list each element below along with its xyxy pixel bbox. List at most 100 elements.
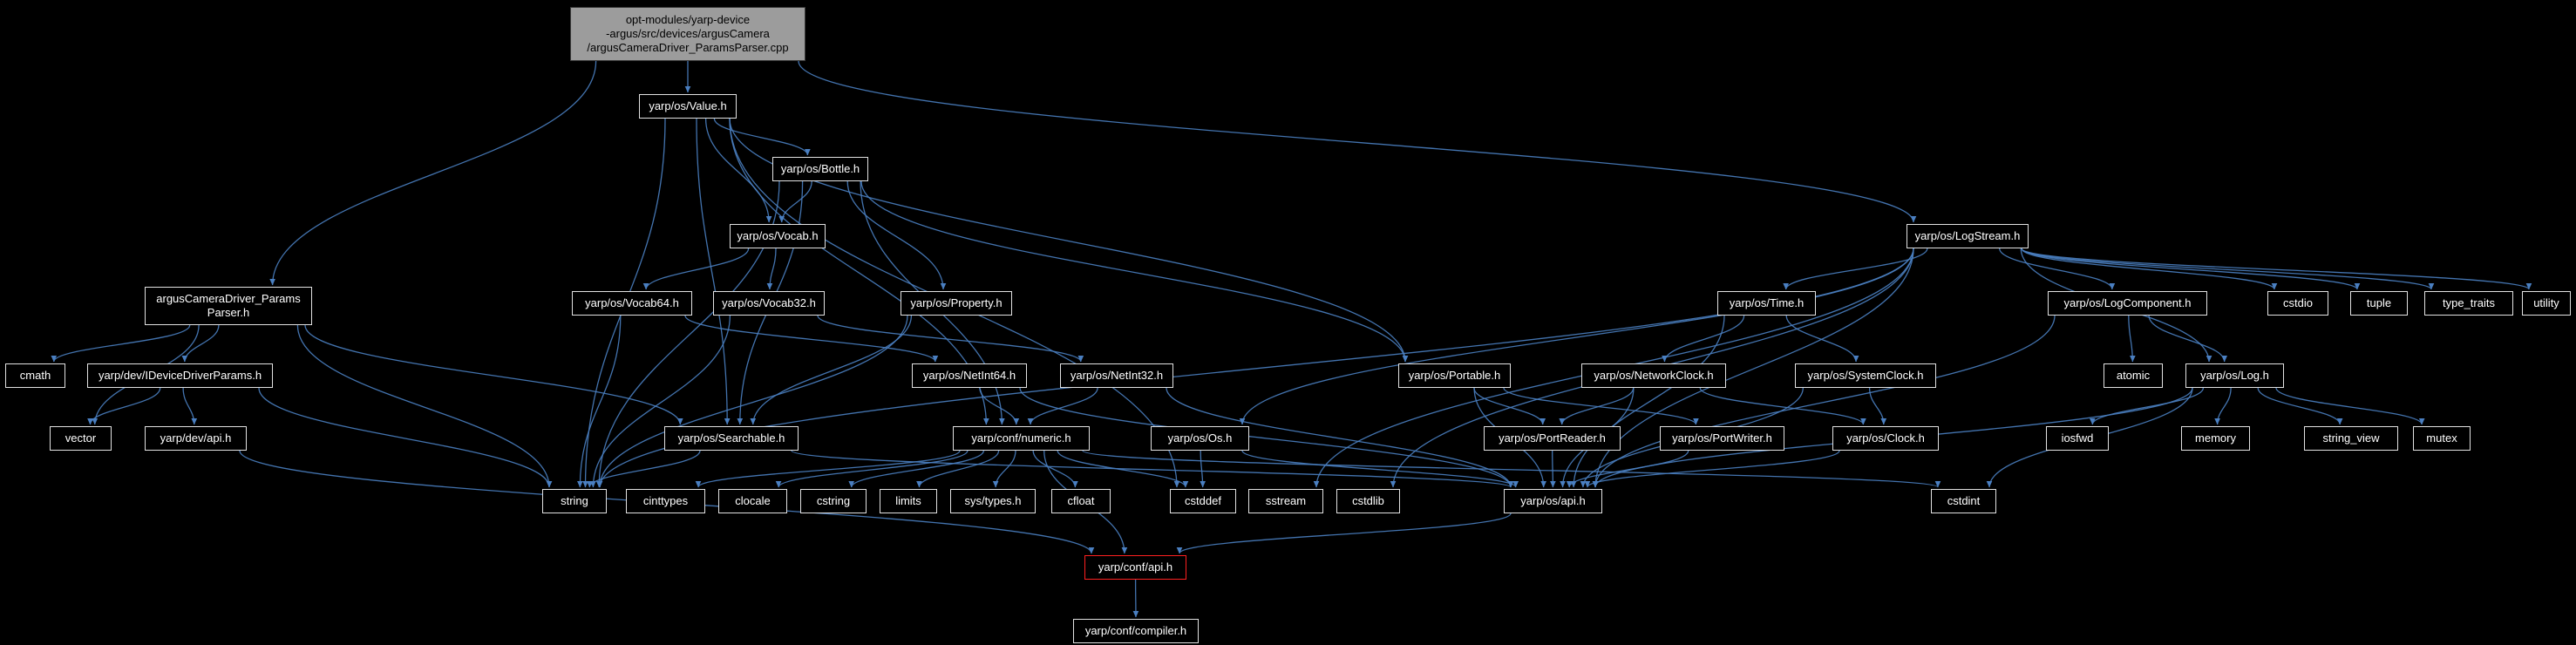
include-edge-searchable_h-to-os_api_h [791,450,1514,488]
include-edge-os_h-to-cstddef [1200,450,1206,488]
include-edge-netint32_h-to-numeric_h [1027,387,1098,425]
include-edge-ideviceparams_h-to-vector [87,387,161,425]
graph-node-netint64_h[interactable]: yarp/os/NetInt64.h [912,363,1027,388]
include-edge-vocab32_h-to-string [590,315,731,488]
graph-node-logcomponent_h[interactable]: yarp/os/LogComponent.h [2048,291,2207,316]
graph-node-vector[interactable]: vector [50,426,112,451]
include-edge-bottle_h-to-vocab_h [778,180,812,223]
graph-node-bottle_h[interactable]: yarp/os/Bottle.h [772,157,868,181]
graph-node-vocab64_h[interactable]: yarp/os/Vocab64.h [572,291,692,316]
graph-node-searchable_h[interactable]: yarp/os/Searchable.h [664,426,799,451]
include-edge-logcomponent_h-to-os_api_h [1592,315,2056,488]
include-edge-portable_h-to-portwriter_h [1503,387,1699,425]
include-edge-ideviceparams_h-to-dev_api_h [182,387,198,425]
graph-node-os_h[interactable]: yarp/os/Os.h [1151,426,1249,451]
graph-node-portwriter_h[interactable]: yarp/os/PortWriter.h [1660,426,1784,451]
graph-node-time_h[interactable]: yarp/os/Time.h [1717,291,1816,316]
include-edge-value_h-to-searchable_h [696,118,731,425]
graph-node-netint32_h[interactable]: yarp/os/NetInt32.h [1060,363,1173,388]
include-edge-params_h-to-cmath [51,324,191,363]
include-edge-logstream_h-to-logcomponent_h [1999,248,2116,290]
graph-node-mutex[interactable]: mutex [2413,426,2471,451]
include-edge-cpp-to-logstream_h [798,60,1917,223]
include-edge-vocab32_h-to-netint32_h [817,315,1084,363]
include-edge-os_api_h-to-conf_api_h [1176,513,1512,554]
include-edge-numeric_h-to-cstddef [1057,450,1189,488]
include-edge-params_h-to-searchable_h [304,324,683,425]
graph-node-type_traits[interactable]: type_traits [2424,291,2513,316]
graph-node-sys_types_h[interactable]: sys/types.h [950,489,1036,513]
graph-node-string[interactable]: string [542,489,607,513]
include-edge-numeric_h-to-cinttypes [695,450,961,488]
include-edge-value_h-to-vocab_h [704,118,772,223]
include-edge-numeric_h-to-sys_types_h [992,450,1016,488]
graph-node-vocab_h[interactable]: yarp/os/Vocab.h [730,224,826,248]
graph-node-cpp[interactable]: opt-modules/yarp-device -argus/src/devic… [570,7,805,61]
include-edge-cpp-to-params_h [269,60,597,286]
include-edge-value_h-to-bottle_h [713,118,811,156]
include-edge-log_h-to-iosfwd [2090,387,2205,425]
graph-node-tuple[interactable]: tuple [2350,291,2408,316]
graph-node-logstream_h[interactable]: yarp/os/LogStream.h [1907,224,2029,248]
include-edge-vocab64_h-to-string [576,315,622,488]
graph-node-atomic[interactable]: atomic [2104,363,2163,388]
graph-node-ideviceparams_h[interactable]: yarp/dev/IDeviceDriverParams.h [87,363,273,388]
include-edge-bottle_h-to-property_h [846,180,947,290]
graph-node-os_api_h[interactable]: yarp/os/api.h [1504,489,1602,513]
include-edge-os_h-to-os_api_h [1241,450,1519,488]
include-edge-networkclock_h-to-clock_h [1699,387,1866,425]
include-edge-vocab64_h-to-netint64_h [684,315,939,363]
graph-node-conf_compiler_h[interactable]: yarp/conf/compiler.h [1073,619,1199,643]
graph-node-limits[interactable]: limits [880,489,937,513]
graph-node-clock_h[interactable]: yarp/os/Clock.h [1832,426,1939,451]
graph-node-cmath[interactable]: cmath [5,363,65,388]
graph-node-systemclock_h[interactable]: yarp/os/SystemClock.h [1795,363,1936,388]
graph-node-cinttypes[interactable]: cinttypes [626,489,705,513]
graph-node-cstdint[interactable]: cstdint [1931,489,1996,513]
include-edge-logcomponent_h-to-atomic [2128,315,2136,363]
include-edge-clock_h-to-os_api_h [1584,450,1840,488]
include-edge-property_h-to-string [596,315,908,488]
graph-node-cfloat[interactable]: cfloat [1051,489,1111,513]
graph-node-portreader_h[interactable]: yarp/os/PortReader.h [1484,426,1621,451]
graph-node-cstring[interactable]: cstring [800,489,867,513]
graph-node-memory[interactable]: memory [2181,426,2250,451]
include-edge-numeric_h-to-cfloat [1032,450,1078,488]
graph-node-sstream[interactable]: sstream [1248,489,1323,513]
include-edge-value_h-to-portable_h [729,118,1409,363]
include-edge-time_h-to-systemclock_h [1785,315,1859,363]
include-edge-numeric_h-to-cstring [848,450,985,488]
include-edge-vocab_h-to-vocab64_h [642,248,750,290]
include-edge-numeric_h-to-clocale [775,450,969,488]
graph-node-clocale[interactable]: clocale [718,489,787,513]
graph-node-conf_api_h[interactable]: yarp/conf/api.h [1084,555,1186,580]
include-edge-networkclock_h-to-portreader_h [1559,387,1635,425]
include-edge-log_h-to-memory [2214,387,2232,425]
graph-node-utility[interactable]: utility [2522,291,2571,316]
graph-node-networkclock_h[interactable]: yarp/os/NetworkClock.h [1581,363,1726,388]
include-edge-property_h-to-searchable_h [750,315,913,425]
graph-node-property_h[interactable]: yarp/os/Property.h [901,291,1012,316]
graph-node-cstddef[interactable]: cstddef [1170,489,1236,513]
graph-node-params_h[interactable]: argusCameraDriver_Params Parser.h [145,287,312,325]
graph-node-portable_h[interactable]: yarp/os/Portable.h [1398,363,1511,388]
graph-node-dev_api_h[interactable]: yarp/dev/api.h [145,426,247,451]
include-edge-systemclock_h-to-clock_h [1868,387,1887,425]
include-edge-params_h-to-ideviceparams_h [181,324,220,363]
graph-node-value_h[interactable]: yarp/os/Value.h [639,94,737,119]
include-edge-logstream_h-to-utility [2021,248,2532,290]
include-edge-searchable_h-to-string [586,450,701,488]
include-edge-netint32_h-to-os_api_h [1166,387,1514,488]
graph-node-iosfwd[interactable]: iosfwd [2046,426,2109,451]
include-edge-time_h-to-os_api_h [1570,315,1725,488]
graph-node-string_view[interactable]: string_view [2304,426,2398,451]
graph-node-cstdlib[interactable]: cstdlib [1336,489,1400,513]
include-edge-numeric_h-to-cstdint [1082,450,1940,488]
graph-node-log_h[interactable]: yarp/os/Log.h [2185,363,2284,388]
graph-node-numeric_h[interactable]: yarp/conf/numeric.h [953,426,1090,451]
graph-node-vocab32_h[interactable]: yarp/os/Vocab32.h [713,291,825,316]
include-edge-logstream_h-to-type_traits [2021,248,2435,290]
graph-node-cstdio[interactable]: cstdio [2267,291,2328,316]
